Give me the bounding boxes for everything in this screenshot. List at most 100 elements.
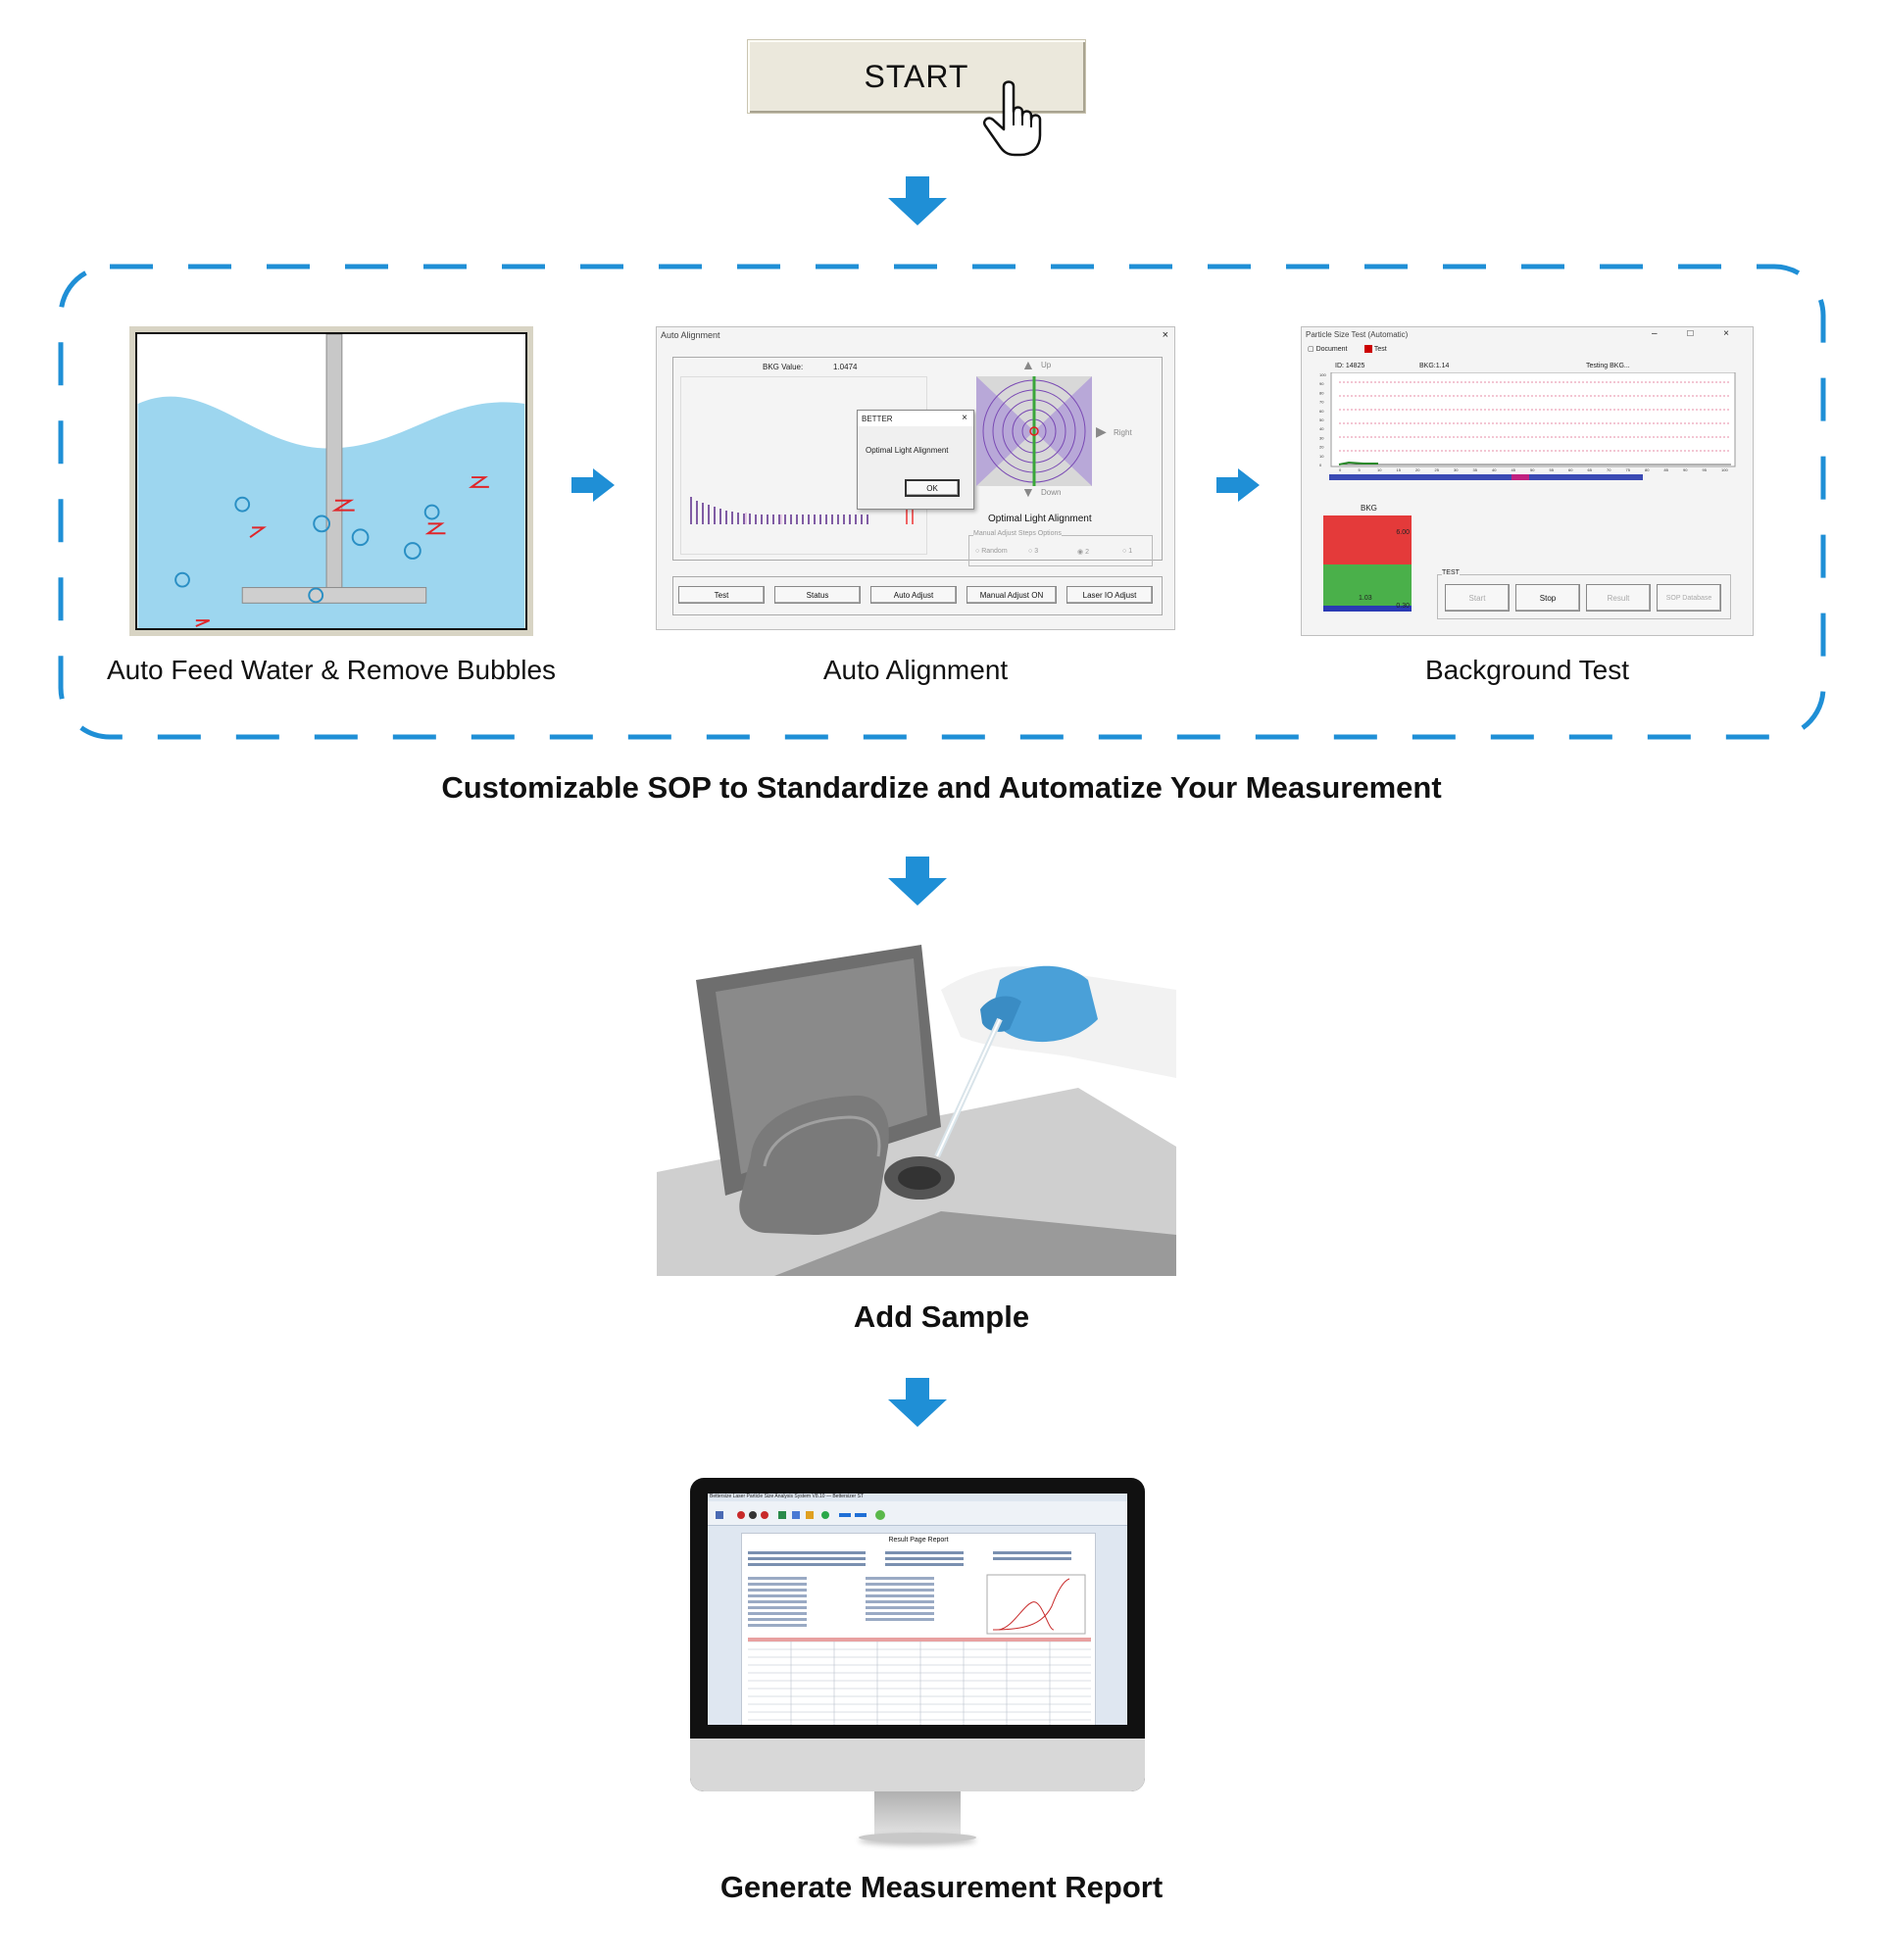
down-icon[interactable]: ▼: [1021, 484, 1035, 500]
x-tick-label: 85: [1664, 467, 1669, 472]
test-button[interactable]: Test: [678, 586, 765, 604]
down-label: Down: [1041, 488, 1062, 497]
x-tick-label: 80: [1645, 467, 1650, 472]
monitor-stand: [874, 1791, 961, 1837]
y-tick-label: 80: [1319, 390, 1324, 395]
y-tick-label: 70: [1319, 400, 1324, 405]
x-tick-label: 50: [1530, 467, 1535, 472]
monitor: Bettersize Laser Particle Size Analysis …: [690, 1478, 1145, 1791]
step-caption-background-test: Background Test: [1424, 655, 1630, 685]
step-caption-feed-water: Auto Feed Water & Remove Bubbles: [106, 655, 557, 685]
x-tick-label: 25: [1435, 467, 1440, 472]
bkg-text: BKG:1.14: [1419, 363, 1450, 369]
arrow-down-icon: [888, 176, 947, 225]
monitor-chin: [690, 1739, 1145, 1791]
y-tick-label: 0: [1319, 463, 1322, 467]
current-value: 1.03: [1359, 595, 1372, 602]
up-icon[interactable]: ▲: [1021, 357, 1035, 372]
x-tick-label: 35: [1473, 467, 1478, 472]
hand-pointer-icon: [983, 80, 1042, 157]
sop-dashed-frame: [58, 264, 1826, 740]
test-group-label: TEST: [1442, 569, 1460, 576]
upper-value: 6.00: [1396, 529, 1410, 536]
y-tick-label: 100: [1319, 372, 1326, 377]
monitor-base: [859, 1833, 976, 1842]
arrow-right-icon: [571, 468, 615, 502]
x-tick-label: 65: [1588, 467, 1593, 472]
bkg-gauge: 6.00 1.03 0.30: [1323, 515, 1412, 612]
report-content: [748, 1551, 1091, 1725]
water-tank-illustration: [129, 326, 533, 636]
laser-adjust-button[interactable]: Laser IO Adjust: [1066, 586, 1153, 604]
start-button[interactable]: START: [747, 39, 1086, 114]
status-button[interactable]: Status: [774, 586, 861, 604]
report-page: Result Page Report: [741, 1533, 1096, 1725]
x-tick-label: 40: [1492, 467, 1497, 472]
report-caption: Generate Measurement Report: [719, 1870, 1164, 1904]
background-test-window: Particle Size Test (Automatic) – □ × ▢ D…: [1301, 326, 1754, 636]
popup-close-icon[interactable]: ×: [962, 413, 967, 423]
bkg-value: 1.0474: [833, 363, 858, 371]
x-tick-label: 10: [1377, 467, 1382, 472]
option-1[interactable]: ○ 1: [1122, 548, 1133, 555]
y-tick-label: 20: [1319, 445, 1324, 450]
alignment-status: Optimal Light Alignment: [988, 514, 1092, 524]
x-tick-label: 20: [1415, 467, 1420, 472]
right-icon[interactable]: ▶: [1096, 423, 1107, 439]
y-tick-label: 10: [1319, 454, 1324, 459]
x-tick-label: 55: [1550, 467, 1555, 472]
alignment-toolbar: [672, 576, 1163, 615]
signal-plot: [680, 376, 927, 555]
tab-document[interactable]: ▢ Document: [1308, 346, 1348, 353]
x-tick-label: 90: [1683, 467, 1688, 472]
right-label: Right: [1114, 428, 1132, 437]
arrow-down-icon: [888, 1378, 947, 1427]
start-test-button[interactable]: Start: [1445, 584, 1510, 612]
popup-ok-button[interactable]: OK: [905, 479, 960, 497]
bkg-gauge-label: BKG: [1361, 504, 1377, 513]
manual-adjust-button[interactable]: Manual Adjust ON: [966, 586, 1057, 604]
monitor-screen: Bettersize Laser Particle Size Analysis …: [708, 1494, 1127, 1725]
tab-test[interactable]: Test: [1364, 345, 1387, 353]
add-sample-photo: [657, 941, 1176, 1276]
window-title: Particle Size Test (Automatic): [1306, 330, 1409, 339]
alignment-panel: [672, 357, 1163, 561]
y-tick-label: 40: [1319, 426, 1324, 431]
start-label: START: [864, 58, 969, 94]
popup-ok-label: OK: [926, 483, 938, 493]
arrow-down-icon: [888, 857, 947, 906]
y-tick-label: 60: [1319, 409, 1324, 414]
x-tick-label: 45: [1511, 467, 1516, 472]
x-tick-label: 60: [1568, 467, 1573, 472]
popup-message: Optimal Light Alignment: [866, 446, 949, 455]
window-controls[interactable]: – □ ×: [1652, 328, 1743, 339]
report-window-title: Bettersize Laser Particle Size Analysis …: [710, 1494, 865, 1499]
result-button[interactable]: Result: [1586, 584, 1651, 612]
stop-test-button[interactable]: Stop: [1515, 584, 1580, 612]
option-2[interactable]: ◉ 2: [1077, 549, 1089, 556]
auto-alignment-window: Auto Alignment × BKG Value: 1.0474: [656, 326, 1175, 630]
test-group: TEST: [1437, 569, 1731, 619]
bkg-label: BKG Value:: [763, 363, 804, 371]
x-tick-label: 75: [1626, 467, 1631, 472]
option-random[interactable]: ○ Random: [975, 548, 1008, 555]
x-tick-label: 30: [1454, 467, 1459, 472]
y-tick-label: 30: [1319, 435, 1324, 440]
window-title: Auto Alignment: [661, 330, 720, 340]
close-icon[interactable]: ×: [1162, 329, 1168, 341]
steps-options-group: Manual Adjust Steps Options ○ Random ○ 3…: [968, 530, 1153, 566]
option-3[interactable]: ○ 3: [1028, 548, 1039, 555]
auto-adjust-button[interactable]: Auto Adjust: [870, 586, 957, 604]
id-text: ID: 14825: [1335, 363, 1365, 369]
x-tick-label: 15: [1397, 467, 1402, 472]
better-popup: BETTER × Optimal Light Alignment OK: [857, 410, 974, 510]
popup-title: BETTER: [862, 415, 893, 423]
x-tick-label: 100: [1721, 467, 1728, 472]
sop-database-button[interactable]: SOP Database: [1657, 584, 1721, 612]
up-label: Up: [1041, 361, 1052, 369]
x-tick-label: 0: [1339, 467, 1342, 472]
x-tick-label: 5: [1359, 467, 1362, 472]
steps-group-label: Manual Adjust Steps Options: [973, 530, 1062, 537]
x-tick-label: 70: [1607, 467, 1611, 472]
report-toolbar: [708, 1501, 1127, 1526]
